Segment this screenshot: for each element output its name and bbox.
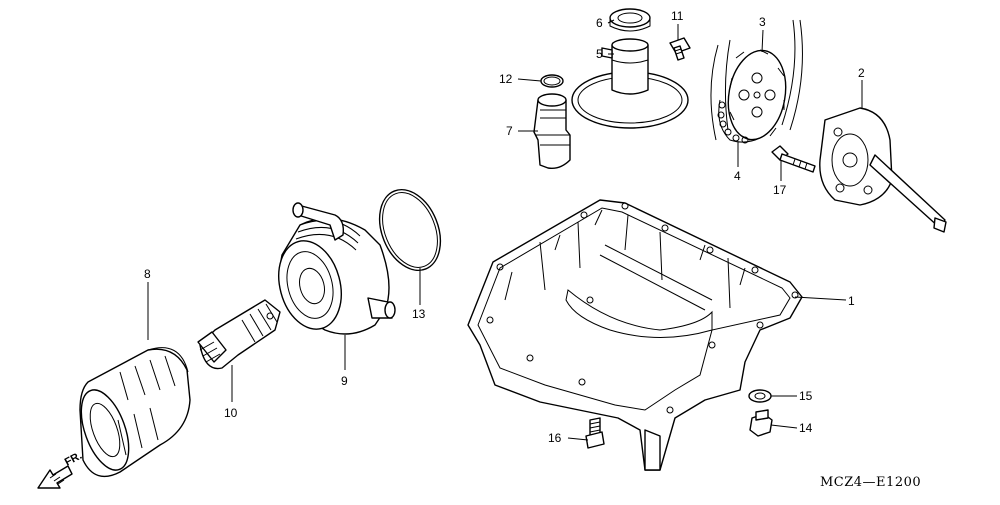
callout-14: 14 [799,421,813,435]
oil-strainer-pipe [533,93,571,170]
callout-15: 15 [799,389,813,403]
oil-cooler-bolt [197,299,281,370]
callout-13: 13 [412,307,426,321]
callout-2: 2 [858,66,865,80]
callout-4: 4 [734,169,741,183]
leader-lines [147,19,863,441]
callout-1: 1 [848,294,855,308]
oil-pump-sprocket [710,19,803,141]
oil-pump-chain [717,99,761,144]
callout-3: 3 [759,15,766,29]
strainer-seal [609,8,651,32]
pump-bolt [771,145,816,173]
callout-16: 16 [548,431,562,445]
drain-bolt [749,409,773,437]
callout-6: 6 [596,16,603,30]
front-arrow-icon [37,465,73,489]
diagram-code: MCZ4—E1200 [820,475,921,490]
oil-strainer [571,38,689,129]
callout-5: 5 [596,47,603,61]
oil-cooler [278,202,396,335]
callout-17: 17 [773,183,787,197]
o-ring [378,188,442,272]
small-o-ring [540,74,564,88]
callout-labels: 1 2 3 4 5 6 7 8 9 10 11 12 13 14 15 16 1… [144,9,865,445]
oil-pump [819,107,947,233]
pan-bolt [585,417,605,449]
drain-washer [748,389,772,403]
front-label: FR. [63,450,84,469]
callout-9: 9 [341,374,348,388]
oil-pan [467,199,803,471]
bolt-small [669,37,691,61]
callout-8: 8 [144,267,151,281]
callout-12: 12 [499,72,513,86]
callout-7: 7 [506,124,513,138]
callout-10: 10 [224,406,238,420]
front-indicator: FR. [37,450,84,489]
callout-11: 11 [671,9,684,23]
oil-filter [79,347,191,478]
